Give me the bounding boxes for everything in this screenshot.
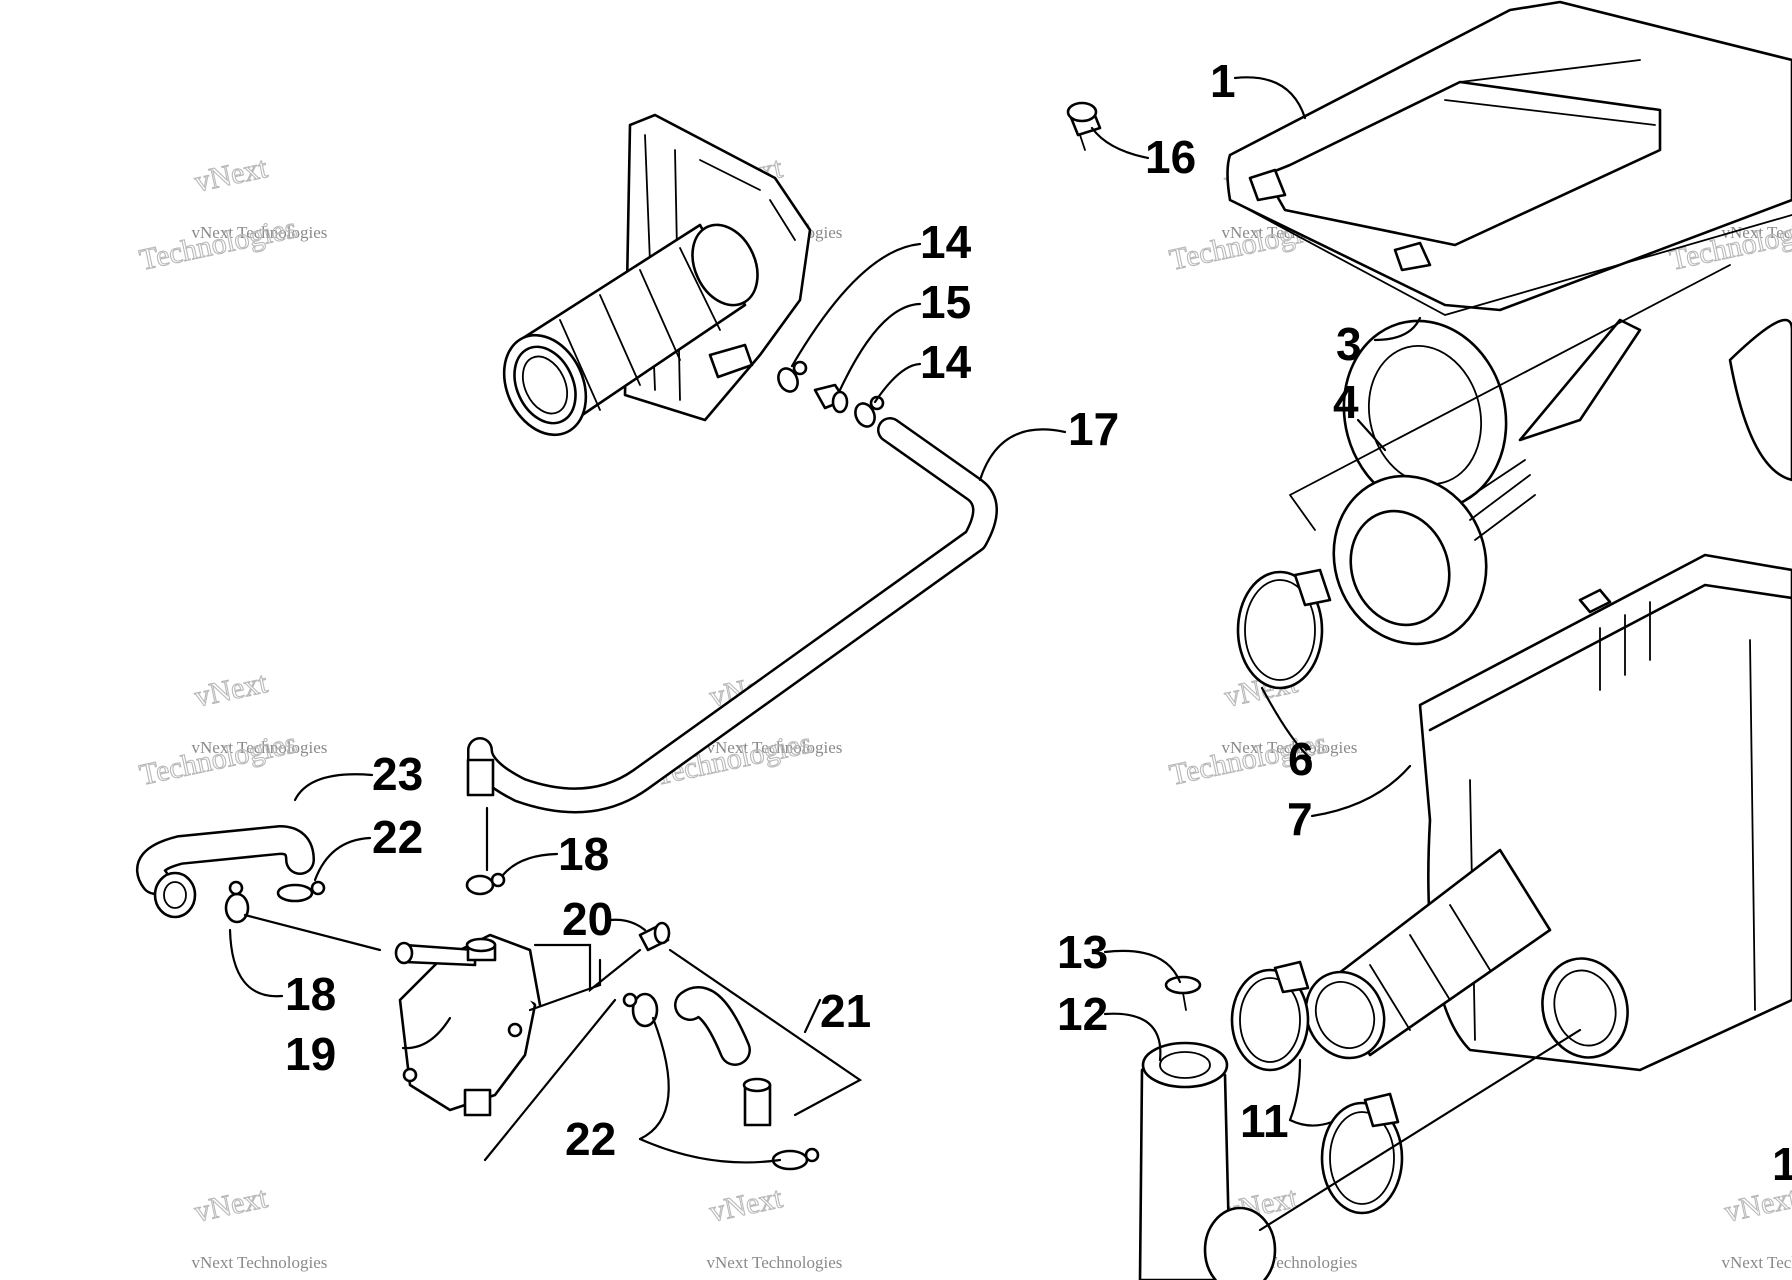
svg-text:vNext Technologies: vNext Technologies	[192, 738, 328, 757]
callout-21: 21	[820, 985, 871, 1037]
filter-lines-4	[1289, 264, 1731, 531]
watermark: vNext vNext Technologies	[191, 1181, 328, 1273]
clamp-14-upper	[777, 360, 808, 393]
svg-text:vNext Technologies: vNext Technologies	[1222, 738, 1358, 757]
callout-3: 3	[1336, 318, 1362, 370]
watermark: vNext vNext Technologies Technologies	[651, 666, 843, 793]
callout-20: 20	[562, 893, 613, 945]
intake-duct-assembly	[502, 113, 812, 437]
callout-labels: 1 16 3 4 6 7 14 15 14 17 23 22 18 18 20 …	[285, 55, 1792, 1190]
svg-text:vNext Technologies: vNext Technologies	[707, 1253, 843, 1272]
svg-text:vNext Technologies: vNext Technologies	[192, 223, 328, 242]
valve-19	[394, 933, 542, 1117]
airbox-base-7	[1418, 553, 1792, 1072]
callout-18-right: 18	[558, 828, 609, 880]
callout-14-upper: 14	[920, 216, 972, 268]
svg-text:vNext: vNext	[192, 1181, 271, 1229]
watermark: vNext vNext Technologies Technologies	[136, 151, 328, 278]
callout-1-edge: 1	[1772, 1138, 1792, 1190]
svg-text:vNext Technologies: vNext Technologies	[192, 1253, 328, 1272]
screw-16	[1066, 101, 1102, 151]
clamp-14-lower	[854, 395, 885, 428]
callout-4: 4	[1333, 376, 1359, 428]
callout-22-upper: 22	[372, 811, 423, 863]
watermark: vNext vNext Technologies	[706, 1181, 843, 1273]
clamp-11-lower	[1320, 1092, 1404, 1215]
callout-12: 12	[1057, 988, 1108, 1040]
airbox-cover-1	[1226, 0, 1792, 312]
callout-6: 6	[1288, 733, 1314, 785]
callout-17: 17	[1068, 403, 1119, 455]
svg-text:Technologies: Technologies	[137, 211, 300, 276]
callout-16: 16	[1145, 131, 1196, 183]
callout-1: 1	[1210, 55, 1236, 107]
watermark: vNext vNext Technologies Technologies	[136, 666, 328, 793]
callout-11: 11	[1240, 1095, 1289, 1147]
screw-13	[1164, 975, 1202, 1011]
callout-13: 13	[1057, 926, 1108, 978]
clamp-22-upper	[276, 880, 326, 903]
filter-element-4	[1332, 318, 1792, 646]
callout-23: 23	[372, 748, 423, 800]
callout-15: 15	[920, 276, 971, 328]
svg-text:vNext Technologies: vNext Technologies	[707, 738, 843, 757]
svg-text:Technologies: Technologies	[137, 726, 300, 791]
tube-lower-right	[1203, 1206, 1277, 1280]
svg-text:vNext: vNext	[192, 151, 271, 199]
fitting-15	[813, 383, 849, 414]
outlet-duct	[1304, 848, 1552, 1060]
clamp-6	[1236, 568, 1332, 690]
leader-lines	[228, 76, 1582, 1232]
callout-22-lower: 22	[565, 1113, 616, 1165]
clamp-22-middle	[622, 992, 659, 1028]
svg-text:vNext: vNext	[192, 666, 271, 714]
breather-hose-17	[466, 417, 998, 814]
clamp-11-upper	[1230, 960, 1310, 1072]
callout-18-left: 18	[285, 968, 336, 1020]
callout-19: 19	[285, 1028, 336, 1080]
elbow-hose-21	[674, 986, 772, 1127]
clamp-22-lower	[771, 1147, 820, 1171]
svg-text:vNext Technologies: vNext Technologies	[1722, 1253, 1792, 1272]
callout-14-lower: 14	[920, 336, 972, 388]
clamp-18-left	[224, 880, 250, 924]
callout-7: 7	[1287, 793, 1313, 845]
svg-text:vNext: vNext	[707, 1181, 786, 1229]
seal-3	[1239, 204, 1792, 316]
tube-12	[1138, 1041, 1232, 1280]
screw-20	[638, 921, 671, 952]
svg-text:vNext Technologies: vNext Technologies	[1722, 223, 1792, 242]
clamp-18-right	[465, 872, 506, 896]
hose-23	[136, 824, 315, 919]
